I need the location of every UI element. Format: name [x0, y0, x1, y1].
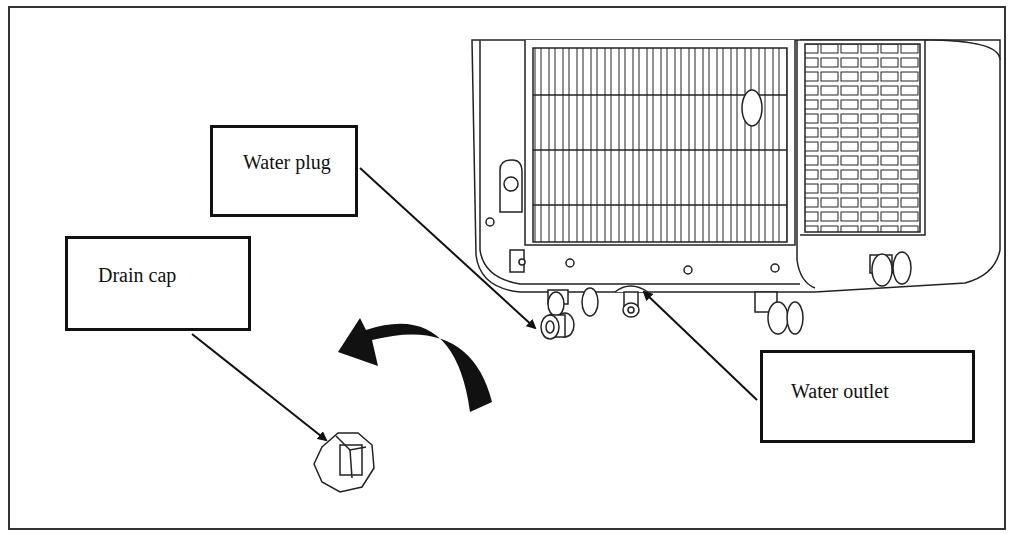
- label-box: Water outlet: [760, 350, 975, 443]
- label-box: Drain cap: [65, 236, 251, 331]
- water-outlet: [615, 286, 648, 317]
- part-name: Water plug: [243, 148, 343, 177]
- leader-line: [644, 292, 757, 400]
- drain-cap: [314, 433, 374, 492]
- casters: [548, 252, 911, 334]
- part-name: Water outlet: [791, 377, 960, 406]
- leader-line: [360, 168, 535, 328]
- rotation-arrow: [338, 318, 492, 412]
- unit-body: [472, 40, 1000, 292]
- water-plug: [541, 313, 574, 339]
- leader-line: [192, 334, 326, 440]
- part-name: Drain cap: [98, 261, 236, 290]
- label-box: Water plug: [210, 125, 358, 217]
- frame: [9, 7, 1005, 529]
